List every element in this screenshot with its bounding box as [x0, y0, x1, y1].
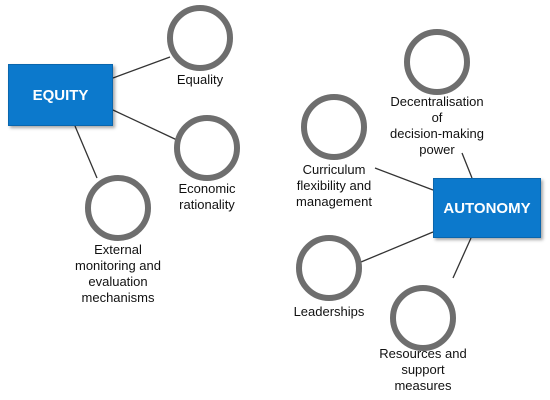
connector-autonomy-leaderships: [360, 231, 434, 263]
equality-label: Equality: [176, 72, 224, 87]
curriculum-label: Curriculum flexibility and management: [296, 162, 372, 209]
external-monitoring-ring: [85, 175, 151, 241]
leaderships-label: Leaderships: [293, 304, 365, 319]
external-monitoring-label: External monitoring and evaluation mecha…: [75, 242, 161, 305]
connector-autonomy-curriculum: [374, 167, 434, 191]
connector-equity-economic: [112, 109, 178, 141]
economic-rationality-label: Economic rationality: [178, 181, 236, 212]
economic-rationality-ring: [174, 115, 240, 181]
resources-label: Resources and support measures: [379, 346, 467, 393]
connector-autonomy-decentralisation: [461, 152, 473, 179]
leaderships-ring: [296, 235, 362, 301]
connector-autonomy-resources: [452, 237, 472, 279]
autonomy-hub: AUTONOMY: [433, 178, 541, 238]
resources-ring: [390, 285, 456, 351]
decentralisation-label: Decentralisation of decision-making powe…: [390, 94, 484, 157]
equality-ring: [167, 5, 233, 71]
decentralisation-ring: [404, 29, 470, 95]
connector-equity-external: [74, 125, 98, 179]
connector-equity-equality: [112, 56, 171, 79]
curriculum-ring: [301, 94, 367, 160]
equity-hub: EQUITY: [8, 64, 113, 126]
